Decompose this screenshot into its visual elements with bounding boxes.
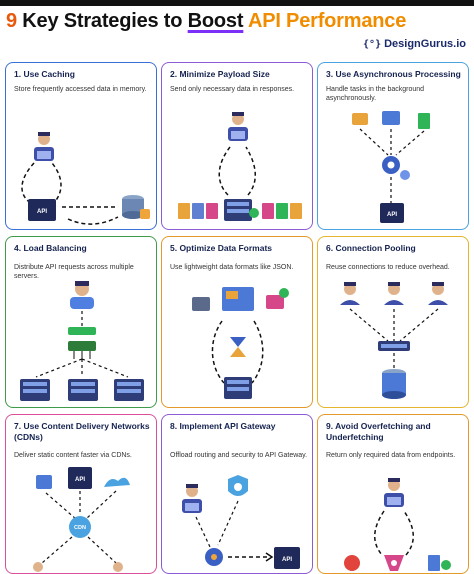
client-icon <box>70 281 94 309</box>
cache-database-icon <box>122 195 150 219</box>
api-server-icon: API <box>28 199 56 221</box>
brand-logo-icon: {°} <box>363 38 382 50</box>
api-label: API <box>387 212 397 218</box>
load-balancing-diagram <box>20 281 144 401</box>
load-balancer-icon <box>68 327 96 359</box>
card-title: 1. Use Caching <box>14 69 75 79</box>
connection-pool-icon <box>378 341 410 351</box>
server-icons <box>20 379 144 401</box>
client-icon <box>182 484 202 513</box>
api-label: API <box>37 209 47 215</box>
card-title: 2. Minimize Payload Size <box>170 69 270 79</box>
database-icon <box>382 369 406 399</box>
title-number: 9 <box>6 10 17 32</box>
title-boost: Boost <box>187 10 244 32</box>
api-server-icon: API <box>380 203 404 223</box>
card-description: Return only required data from endpoints… <box>326 452 456 459</box>
connection-pool-diagram <box>340 282 448 399</box>
card-use-cdns: 7. Use Content Delivery Networks (CDNs) … <box>5 414 157 574</box>
card-api-gateway: 8. Implement API Gateway Offload routing… <box>161 414 313 574</box>
card-title: 4. Load Balancing <box>14 243 87 253</box>
card-minimize-payload: 2. Minimize Payload Size Send only neces… <box>161 62 313 230</box>
card-description: Send only necessary data in responses. <box>170 86 295 93</box>
top-bar <box>0 0 474 6</box>
cdn-label: CDN <box>74 525 86 531</box>
card-description: Deliver static content faster via CDNs. <box>14 452 132 459</box>
card-optimize-data-formats: 5. Optimize Data Formats Use lightweight… <box>161 236 313 408</box>
cdn-globe-icon: CDN <box>69 516 91 538</box>
card-title: 6. Connection Pooling <box>326 243 416 253</box>
card-title: 8. Implement API Gateway <box>170 421 276 431</box>
card-avoid-overfetching: 9. Avoid Overfetching and Underfetching … <box>317 414 469 574</box>
gear-icon <box>382 156 410 180</box>
client-icon <box>384 478 404 507</box>
card-use-caching: 1. Use Caching Store frequently accessed… <box>5 62 157 230</box>
hourglass-icon <box>230 337 246 357</box>
task-icons <box>352 111 430 129</box>
async-diagram: API <box>352 111 430 223</box>
card-title: 3. Use Asynchronous Processing <box>326 69 461 79</box>
brand: {°} DesignGurus.io <box>363 38 466 50</box>
data-format-diagram <box>192 287 289 399</box>
server-rack-icon <box>224 377 252 399</box>
title-text: Key Strategies to <box>22 10 183 32</box>
client-icons <box>33 562 123 572</box>
api-label: API <box>282 557 292 563</box>
card-description: Use lightweight data formats like JSON. <box>170 264 294 271</box>
payload-diagram <box>178 112 302 221</box>
card-description: Handle tasks in the background asynchron… <box>326 86 425 102</box>
card-async-processing: 3. Use Asynchronous Processing Handle ta… <box>317 62 469 230</box>
server-rack-icon <box>224 199 259 221</box>
page-title: 9 Key Strategies to Boost API Performanc… <box>6 10 406 33</box>
card-connection-pooling: 6. Connection Pooling Reuse connections … <box>317 236 469 408</box>
card-title: 5. Optimize Data Formats <box>170 243 273 253</box>
card-description: Offload routing and security to API Gate… <box>170 452 308 459</box>
client-icon <box>228 112 248 141</box>
output-document-icons <box>262 203 302 219</box>
card-load-balancing: 4. Load Balancing Distribute API request… <box>5 236 157 408</box>
gateway-icon <box>205 548 223 566</box>
cdn-diagram: API CDN <box>33 467 130 572</box>
client-icon <box>34 132 54 161</box>
document-icons <box>178 203 218 219</box>
card-title: 9. Avoid Overfetching and Underfetching <box>326 421 431 442</box>
brand-name: DesignGurus.io <box>384 38 466 50</box>
card-description: Store frequently accessed data in memory… <box>14 86 147 93</box>
api-server-icon: API <box>274 547 300 569</box>
api-gateway-diagram: API <box>182 475 300 569</box>
card-description: Distribute API requests across multiple … <box>14 264 134 280</box>
endpoint-icons <box>344 555 451 571</box>
api-label: API <box>75 477 85 483</box>
static-content-icons: API <box>36 467 130 489</box>
caching-diagram: API <box>21 132 150 225</box>
overfetching-diagram <box>344 478 451 571</box>
client-icons <box>340 282 448 305</box>
shield-icon <box>228 475 248 496</box>
card-description: Reuse connections to reduce overhead. <box>326 264 450 271</box>
format-icons <box>192 287 289 311</box>
card-title: 7. Use Content Delivery Networks (CDNs) <box>14 421 150 442</box>
title-highlight: API Performance <box>247 10 407 32</box>
